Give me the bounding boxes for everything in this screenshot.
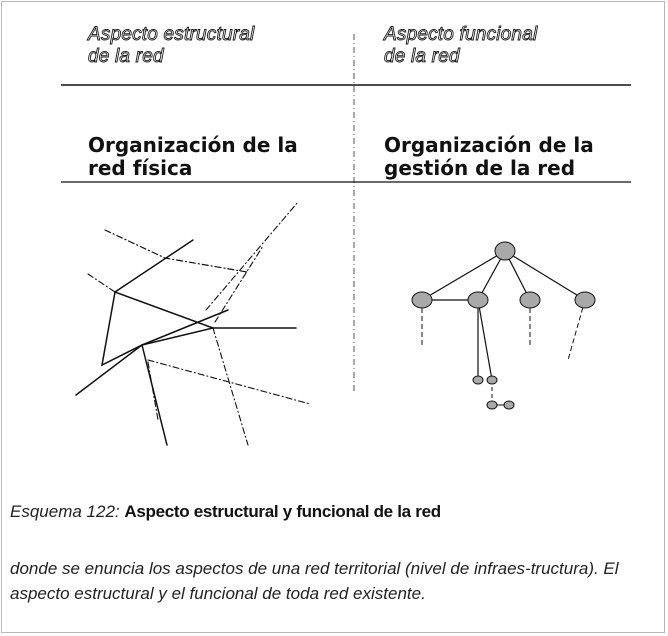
tree-node [574, 291, 596, 309]
tree-edge [567, 299, 586, 361]
tree-node [503, 400, 515, 410]
network-line [141, 309, 229, 346]
right-header: Aspecto funcional de la red [384, 24, 538, 68]
tree-node [467, 291, 489, 309]
network-diagram [61, 34, 631, 446]
network-line [214, 245, 264, 323]
network-line [75, 344, 143, 396]
tree-edge [504, 250, 586, 301]
left-subheader-line: Organización de la [88, 133, 298, 157]
right-header-line: de la red [384, 46, 460, 68]
network-line [87, 273, 116, 293]
left-subheader: Organización de la red física [88, 134, 298, 180]
left-header-line: de la red [88, 46, 164, 68]
network-line [141, 344, 168, 446]
caption-title: Aspecto estructural y funcional de la re… [124, 502, 441, 521]
network-line [114, 239, 194, 293]
caption-prefix: Esquema 122: [10, 502, 125, 521]
left-subheader-line: red física [88, 156, 193, 180]
management-tree [421, 250, 586, 406]
right-subheader-line: gestión de la red [384, 156, 576, 180]
network-line [100, 290, 216, 367]
tree-node [486, 375, 498, 385]
left-header: Aspecto estructural de la red [88, 24, 255, 68]
physical-network-sketch [75, 201, 311, 446]
right-subheader: Organización de la gestión de la red [384, 134, 594, 180]
figure-caption: Esquema 122: Aspecto estructural y funci… [10, 502, 441, 522]
tree-node [472, 375, 484, 385]
network-line [147, 361, 159, 421]
tree-node [486, 400, 498, 410]
tree-edge [421, 250, 506, 301]
tree-node [411, 291, 433, 309]
left-header-line: Aspecto estructural [88, 24, 255, 46]
tree-node [519, 291, 541, 309]
tree-edge [477, 299, 493, 381]
tree-node-root [494, 241, 516, 261]
right-subheader-line: Organización de la [384, 133, 594, 157]
right-header-line: Aspecto funcional [384, 24, 538, 46]
network-line [205, 201, 299, 311]
tree-nodes [411, 241, 596, 410]
figure-description: donde se enuncia los aspectos de una red… [10, 559, 619, 603]
network-line [147, 359, 311, 405]
network-line [212, 327, 249, 446]
